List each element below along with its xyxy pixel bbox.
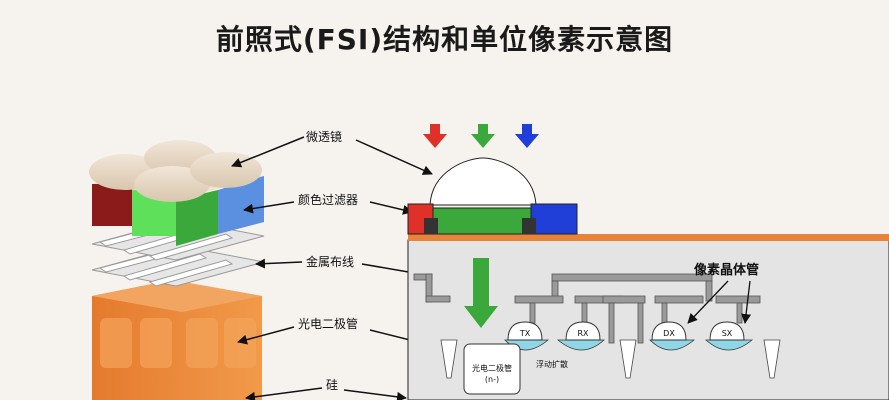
label-color-filter: 颜色过滤器 <box>298 192 358 207</box>
blue-light-arrow <box>515 124 539 148</box>
photodiode-inner-label: 光电二极管 <box>472 363 512 373</box>
light-path-arrow <box>464 258 498 328</box>
label-silicon: 硅 <box>326 378 338 392</box>
isolation-trenches <box>440 339 781 379</box>
metal-wiring-section <box>413 273 761 344</box>
transistor-rx: RX <box>565 321 601 341</box>
tx-label: TX <box>519 329 531 338</box>
pixel-transistor-label: 像素晶体管 <box>694 262 759 278</box>
green-filter <box>432 207 532 235</box>
microlens-dome <box>429 157 537 206</box>
callout-labels: 微透镜 颜色过滤器 金属布线 光电二极管 硅 <box>231 129 467 400</box>
transistor-tx: TX <box>507 321 543 341</box>
label-microlens: 微透镜 <box>306 129 342 144</box>
red-light-arrow <box>423 124 447 148</box>
diagram-title: 前照式(FSI)结构和单位像素示意图 <box>215 23 674 56</box>
transistor-gates: TX RX DX SX <box>507 321 745 341</box>
rx-label: RX <box>577 329 589 338</box>
label-photodiode: 光电二极管 <box>298 316 358 331</box>
sx-label: SX <box>722 329 733 338</box>
silicon-block <box>92 280 262 400</box>
floating-diffusion-label: 浮动扩散 <box>536 359 568 369</box>
left-3d-stack <box>89 140 265 400</box>
green-light-arrow <box>471 124 495 148</box>
transistor-dx: DX <box>651 321 687 341</box>
blue-filter <box>530 203 578 235</box>
pixel-cross-section: TX RX DX SX 光电二极管 (n-) <box>407 157 889 400</box>
transistor-sx: SX <box>709 321 745 341</box>
photodiode-inner-sub: (n-) <box>485 375 499 384</box>
dx-label: DX <box>663 329 675 338</box>
label-metal-wiring: 金属布线 <box>306 254 354 269</box>
incoming-light-arrows <box>423 124 539 148</box>
photodiode-region: 光电二极管 (n-) <box>463 343 521 395</box>
